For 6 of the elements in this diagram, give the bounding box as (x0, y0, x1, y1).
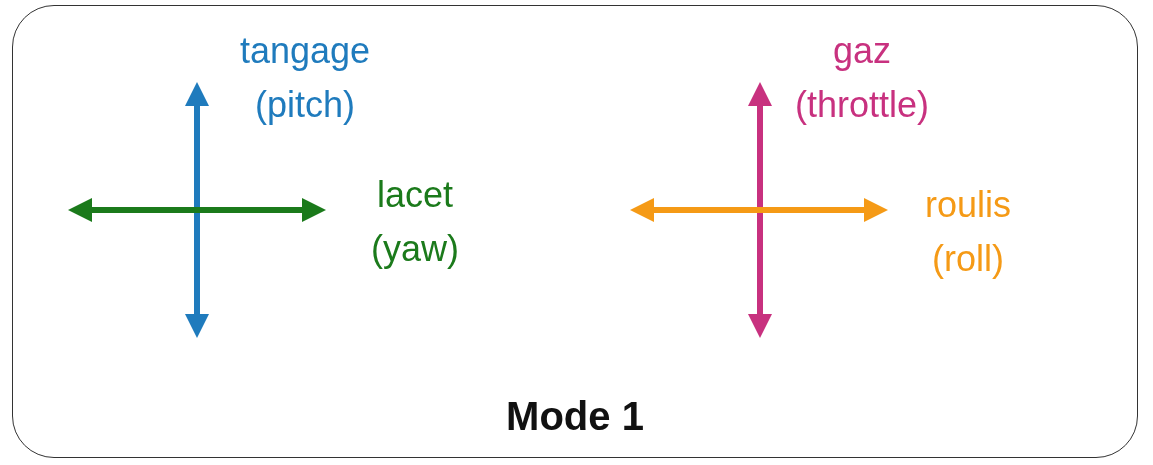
mode-title: Mode 1 (506, 394, 644, 439)
axis-label: gaz (throttle) (795, 29, 929, 127)
axis-label: tangage (pitch) (239, 29, 371, 127)
rounded-panel (12, 5, 1138, 458)
axis-label: lacet (yaw) (371, 173, 459, 271)
axis-label: roulis (roll) (925, 183, 1011, 281)
